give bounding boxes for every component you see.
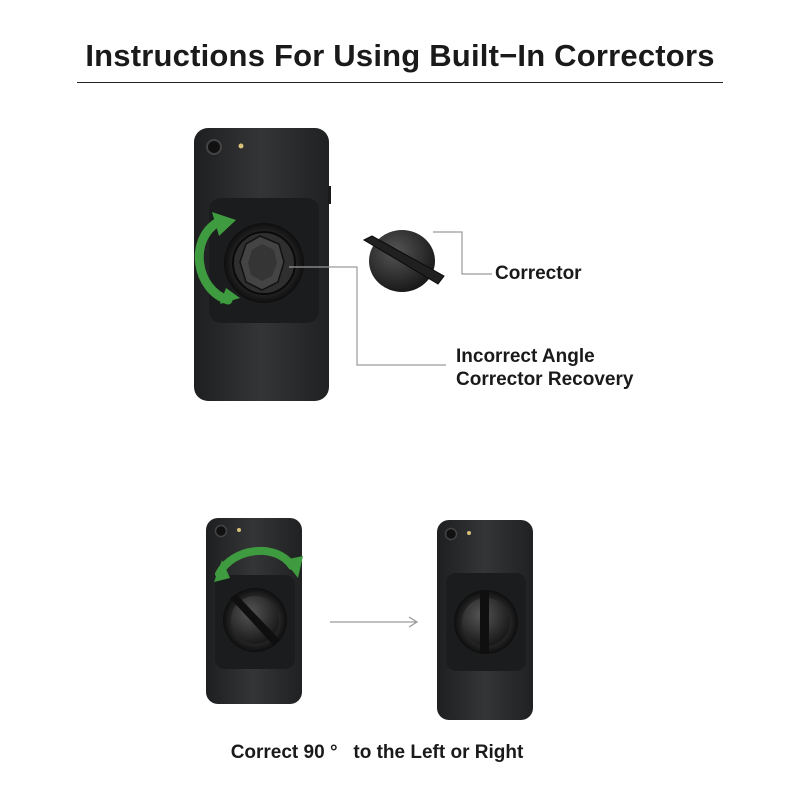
top-phone xyxy=(194,128,331,401)
corrector-label: Corrector xyxy=(495,263,582,284)
bottom-right-phone xyxy=(437,520,533,720)
incorrect-angle-label: Incorrect Angle xyxy=(456,346,595,367)
leader-line-incorrect xyxy=(289,266,446,366)
rotate-arrow-icon xyxy=(194,212,240,305)
camera-icon xyxy=(444,527,458,541)
bottom-caption: Correct 90 ° to the Left or Right xyxy=(230,742,524,763)
leader-line-corrector xyxy=(433,231,492,275)
corrector-recovery-label: Corrector Recovery xyxy=(456,369,634,390)
camera-icon xyxy=(214,524,228,538)
camera-icon xyxy=(206,139,222,155)
rotate-arrow-icon xyxy=(214,546,303,582)
title-underline xyxy=(77,82,723,83)
corrector-part xyxy=(362,230,445,292)
bottom-left-phone xyxy=(206,518,302,704)
page-title: Instructions For Using Built−In Correcto… xyxy=(85,38,715,73)
right-arrow-icon xyxy=(330,616,419,628)
